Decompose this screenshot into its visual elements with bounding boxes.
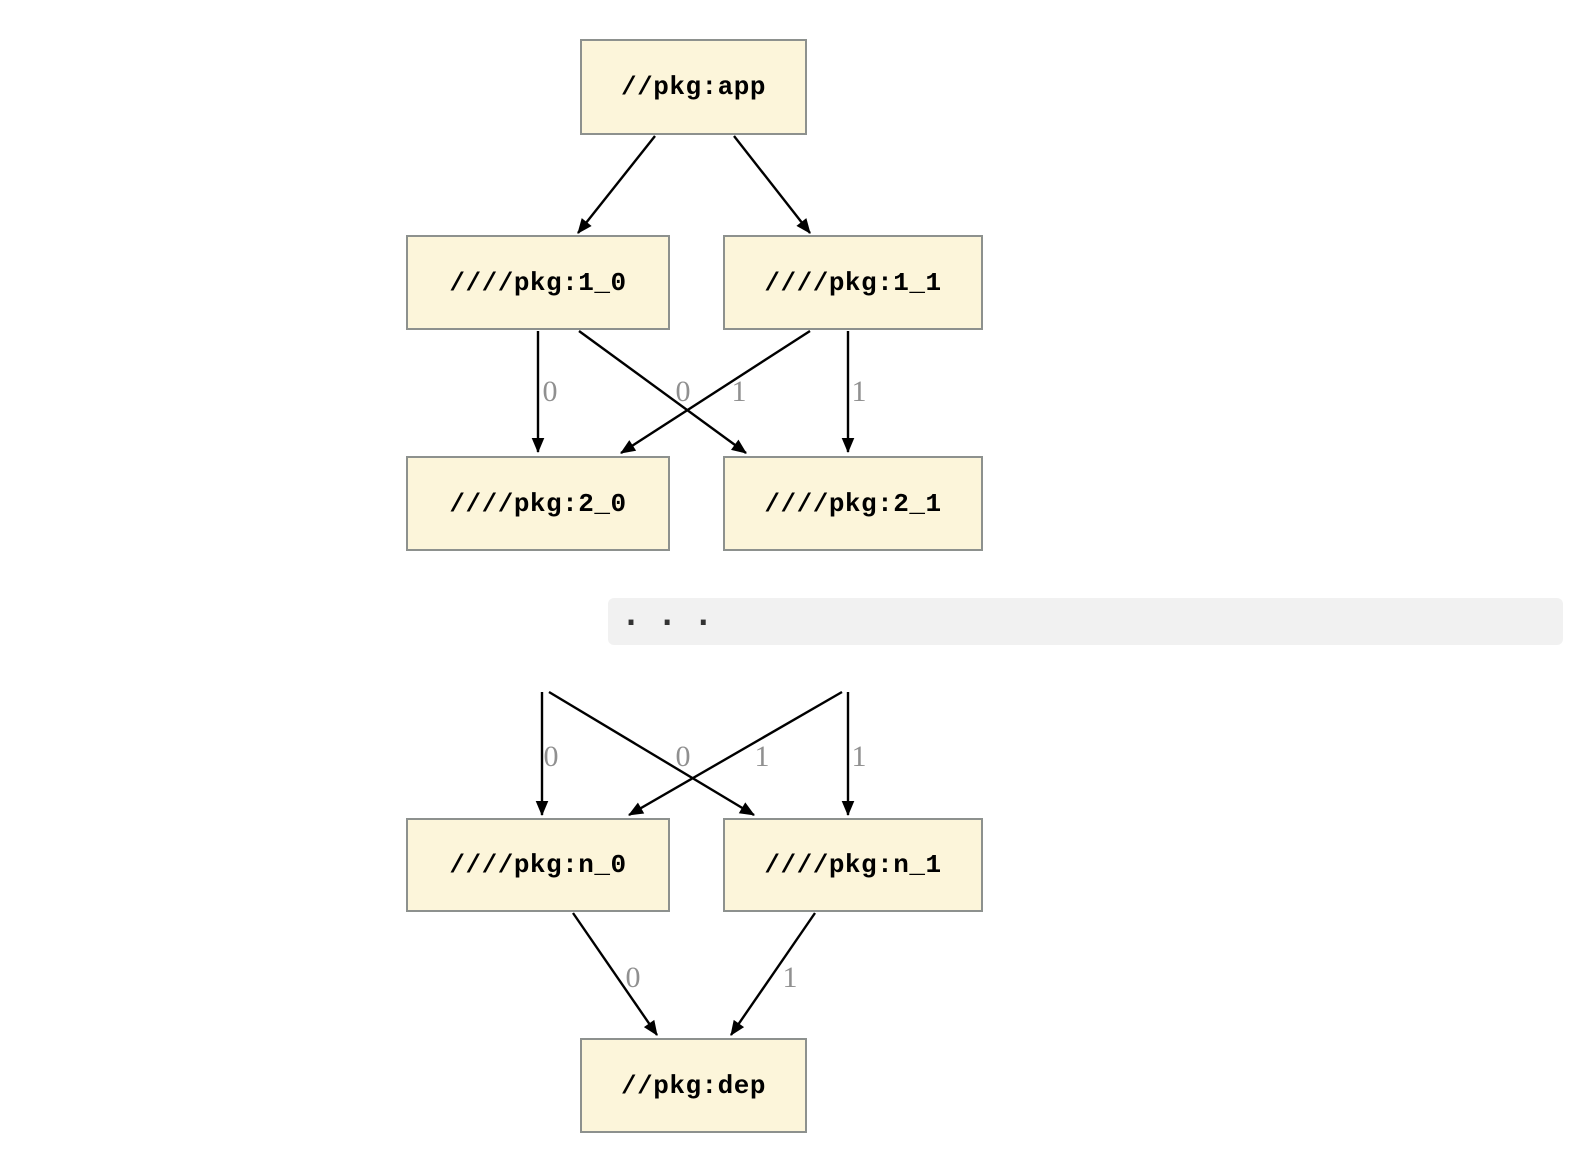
edge-label: 0 xyxy=(676,375,691,408)
edge-label: 1 xyxy=(852,740,867,773)
edge-label: 0 xyxy=(544,740,559,773)
node-label: //pkg:app xyxy=(621,72,766,102)
node-label: ////pkg:n_1 xyxy=(764,850,942,880)
edge-label: 0 xyxy=(543,375,558,408)
ellipsis-dots: . . . xyxy=(622,597,713,633)
edge-n_1-to-dep xyxy=(730,912,816,1036)
edge-n_0-to-dep xyxy=(572,912,658,1036)
node-pkg-app: //pkg:app xyxy=(580,39,807,135)
edge-label: 1 xyxy=(732,375,747,408)
edge-ellipsis-to-n_0-cross xyxy=(628,690,843,817)
node-label: ////pkg:1_0 xyxy=(449,267,627,298)
ellipsis-band: . . . xyxy=(608,598,1563,645)
node-pkg-1_0: ////pkg:1_0 xyxy=(406,235,670,330)
edge-app-to-1_1 xyxy=(733,135,811,234)
node-pkg-1_1: ////pkg:1_1 xyxy=(723,235,983,330)
edge-ellipsis-to-n_1-cross xyxy=(548,690,755,817)
node-label: ////pkg:2_1 xyxy=(764,488,942,519)
node-pkg-n_0: ////pkg:n_0 xyxy=(406,818,670,912)
node-pkg-n_1: ////pkg:n_1 xyxy=(723,818,983,912)
node-pkg-2_1: ////pkg:2_1 xyxy=(723,456,983,551)
edge-1_0-to-2_1 xyxy=(578,330,747,454)
edge-label: 0 xyxy=(676,740,691,773)
edge-1_1-to-2_0 xyxy=(620,329,811,455)
edge-label: 1 xyxy=(755,740,770,773)
edge-label: 0 xyxy=(626,961,641,994)
node-label: ////pkg:2_0 xyxy=(449,488,627,519)
edge-label: 1 xyxy=(852,375,867,408)
edge-label: 1 xyxy=(783,961,798,994)
node-pkg-dep: //pkg:dep xyxy=(580,1038,807,1133)
node-label: ////pkg:1_1 xyxy=(764,267,942,298)
node-label: ////pkg:n_0 xyxy=(449,850,627,880)
edge-app-to-1_0 xyxy=(577,135,656,234)
node-pkg-2_0: ////pkg:2_0 xyxy=(406,456,670,551)
node-label: //pkg:dep xyxy=(621,1070,766,1101)
